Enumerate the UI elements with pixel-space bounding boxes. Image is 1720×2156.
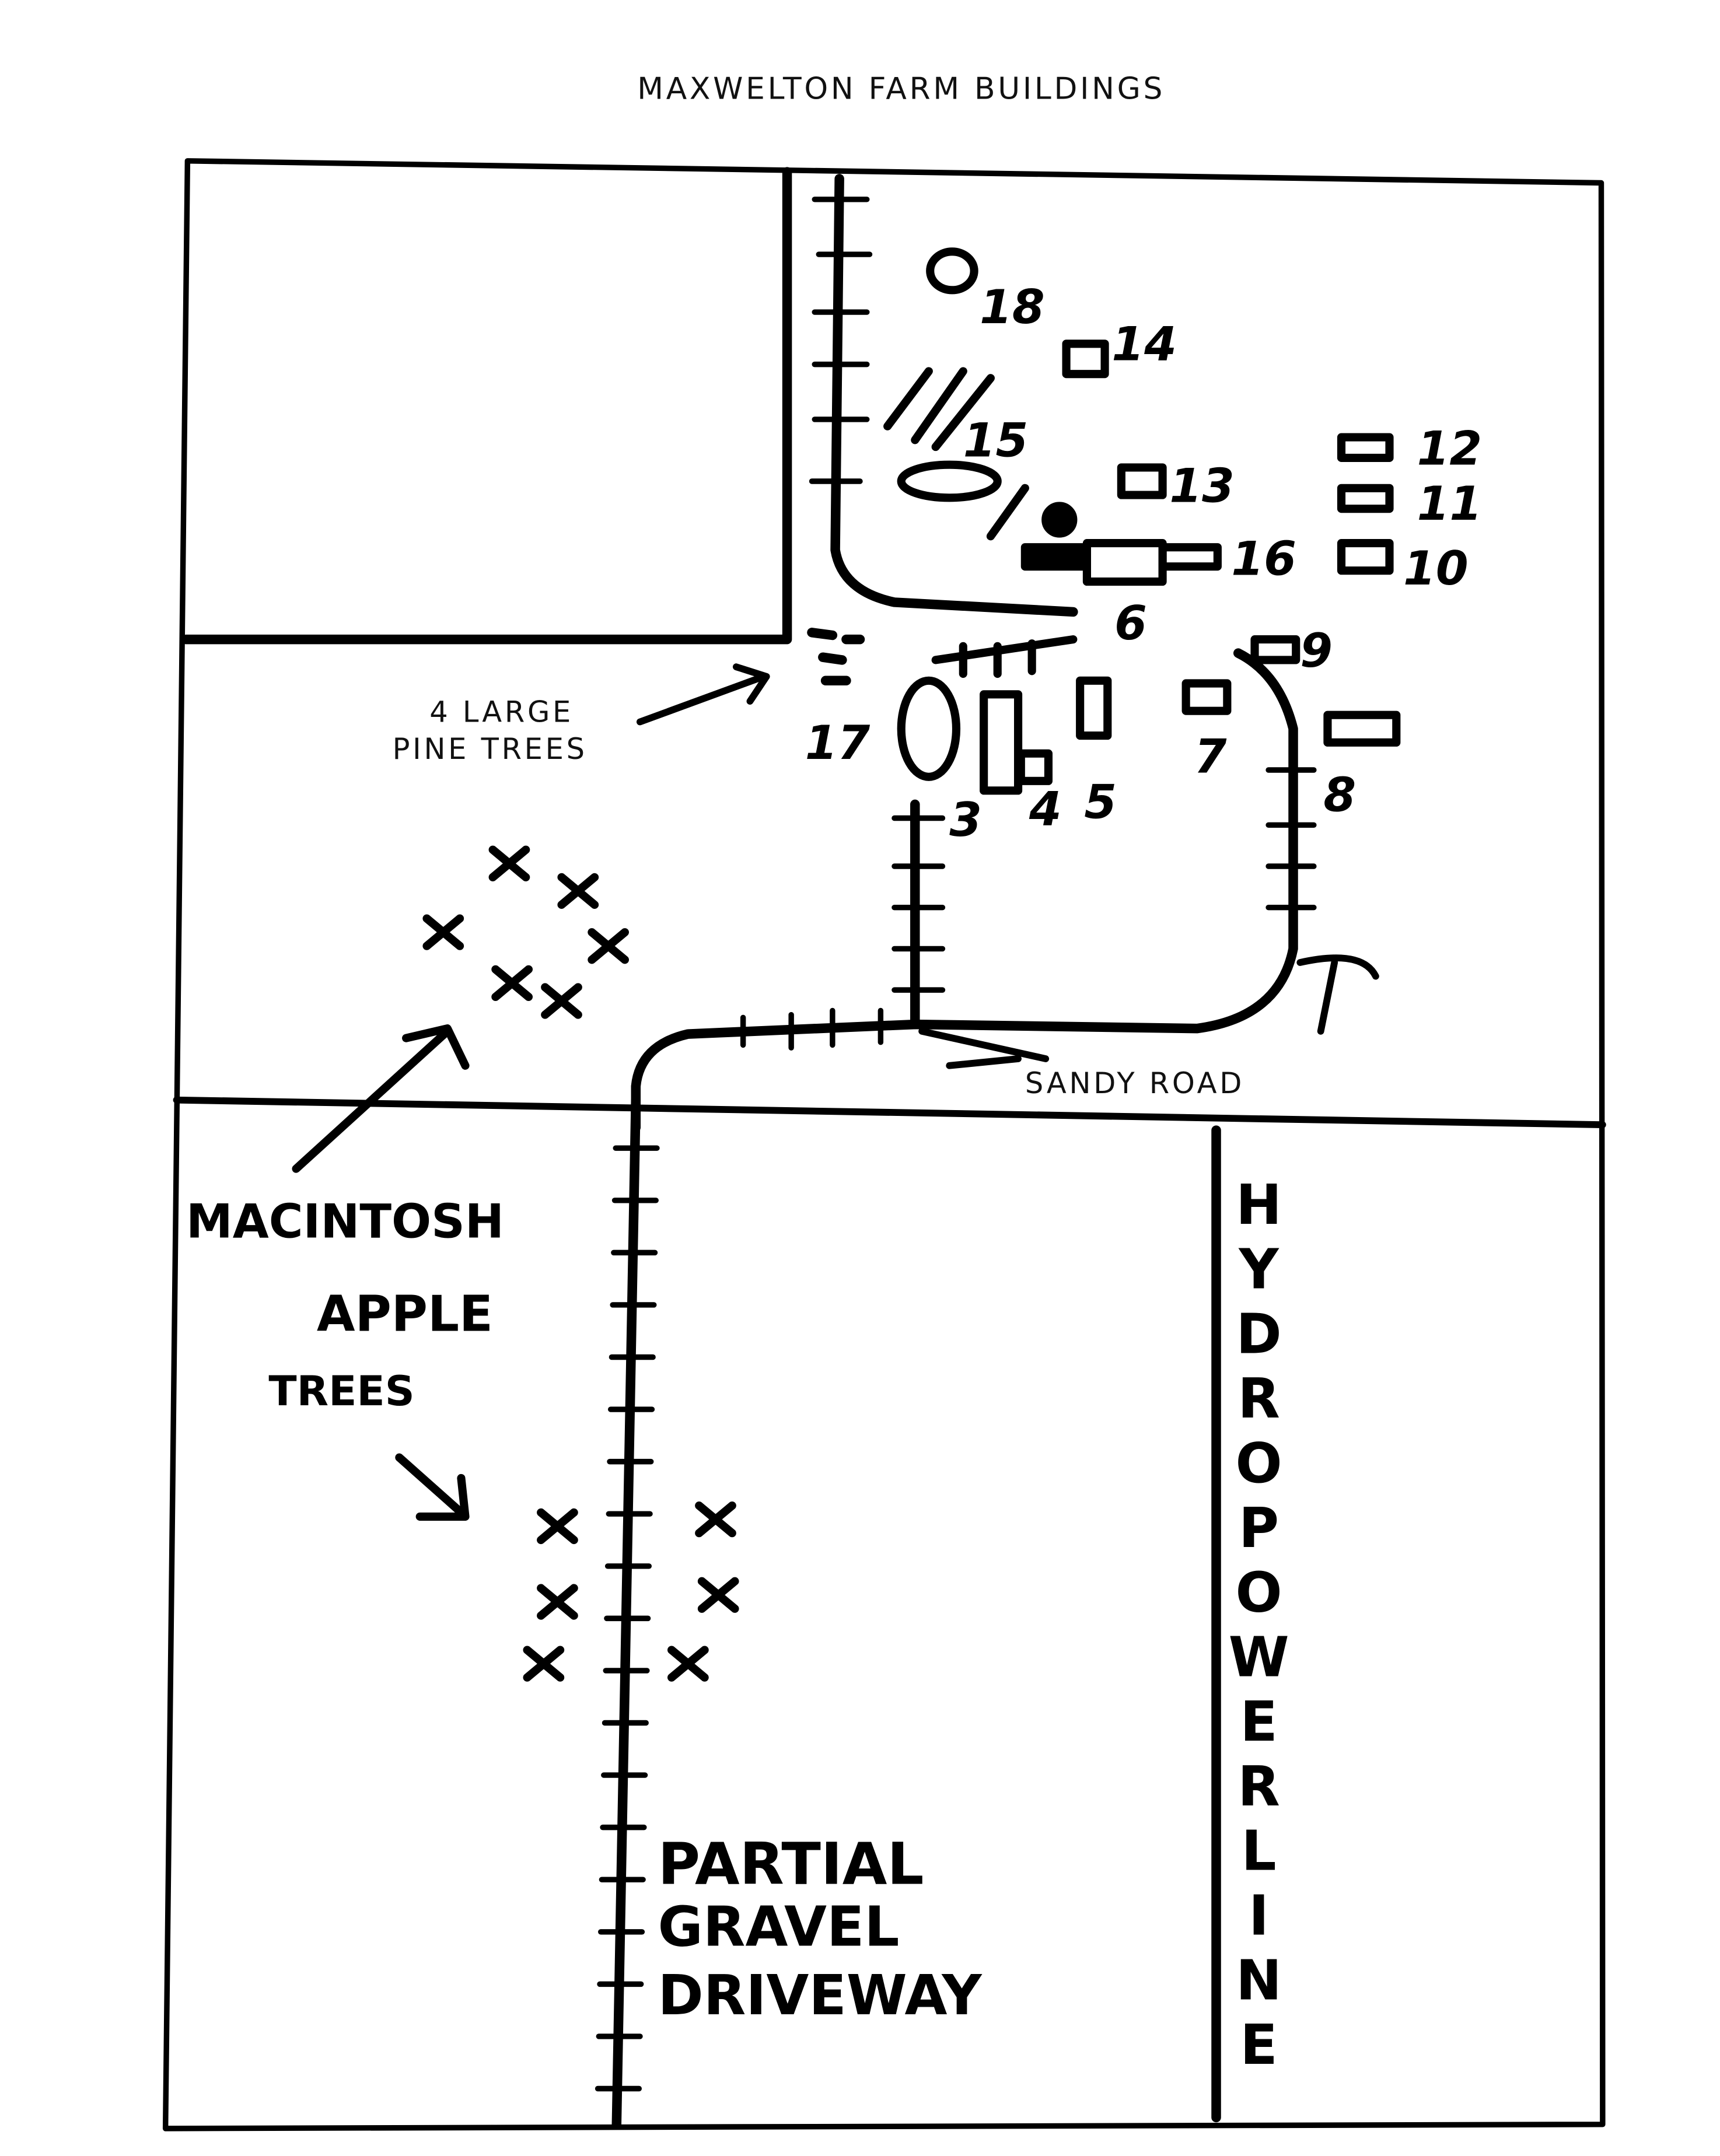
apple-tree-mark (695, 1502, 736, 1538)
building-12: 12 (1417, 422, 1483, 476)
building-16: 16 (1231, 531, 1296, 586)
apple-tree-mark (697, 1577, 739, 1613)
apple-label-1: MACINTOSH (186, 1194, 504, 1248)
hydro-letter: I (1249, 1884, 1269, 1948)
apple-tree-mark (488, 845, 530, 881)
building-5: 5 (1084, 775, 1117, 829)
hydro-letter: H (1236, 1173, 1282, 1237)
hydro-letter: Y (1238, 1238, 1279, 1302)
apple-tree-mark (667, 1646, 709, 1682)
hydro-letter: N (1236, 1948, 1282, 2013)
pine-trees-arrow (636, 663, 770, 726)
farm-buildings (883, 247, 1401, 795)
building-11: 11 (1417, 477, 1483, 531)
building-9: 9 (1300, 624, 1333, 678)
building-numbers: 18 14 15 13 12 11 10 16 6 9 7 8 17 3 4 5 (805, 280, 1482, 847)
apple-trees (422, 845, 739, 1682)
gravel-driveway (595, 1095, 660, 2130)
apple-arrow-up (292, 1024, 470, 1173)
apple-tree-mark (523, 1646, 565, 1682)
building-13: 13 (1169, 459, 1235, 513)
property-boundaries (162, 158, 1606, 2132)
hydro-letter: O (1236, 1432, 1282, 1496)
building-17: 17 (805, 716, 871, 770)
driveway-label-1: PARTIAL (658, 1831, 924, 1898)
apple-label-3: TREES (268, 1367, 414, 1415)
building-18: 18 (980, 280, 1045, 334)
driveway-label-3: DRIVEWAY (658, 1964, 983, 2028)
apple-tree-mark (537, 1584, 578, 1620)
hydro-letter: R (1237, 1755, 1280, 1819)
apple-tree-mark (557, 873, 599, 909)
building-7: 7 (1194, 730, 1227, 784)
hydro-letter: P (1239, 1496, 1279, 1560)
building-15: 15 (963, 414, 1029, 468)
hydro-letter: O (1236, 1561, 1282, 1625)
pine-trees-label-1: 4 LARGE (429, 695, 574, 729)
map-title: MAXWELTON FARM BUILDINGS (637, 72, 1165, 107)
apple-label-2: APPLE (317, 1286, 493, 1343)
apple-tree-mark (541, 983, 582, 1019)
building-4: 4 (1029, 782, 1062, 836)
building-14: 14 (1111, 317, 1177, 372)
pine-trees (807, 628, 865, 686)
hydro-letter: W (1229, 1625, 1289, 1689)
building-6: 6 (1114, 596, 1147, 650)
apple-tree-mark (588, 928, 630, 964)
hydro-letter: L (1242, 1819, 1277, 1884)
hydro-letter: E (1240, 1690, 1277, 1754)
driveway-label-2: GRAVEL (658, 1895, 900, 1959)
hydro-letter: D (1236, 1302, 1281, 1366)
apple-arrow-down (395, 1453, 470, 1521)
building-8: 8 (1323, 768, 1356, 822)
apple-tree-mark (422, 914, 464, 950)
building-10: 10 (1403, 541, 1469, 596)
apple-tree-mark (491, 965, 533, 1002)
apple-tree-mark (537, 1508, 578, 1545)
building-3: 3 (949, 793, 982, 847)
pine-trees-label-2: PINE TREES (393, 732, 588, 766)
hydro-letter: R (1237, 1367, 1280, 1431)
hydro-letter: E (1240, 2013, 1277, 2077)
sandy-road (631, 174, 1379, 1133)
sandy-road-label: SANDY ROAD (1025, 1066, 1244, 1100)
